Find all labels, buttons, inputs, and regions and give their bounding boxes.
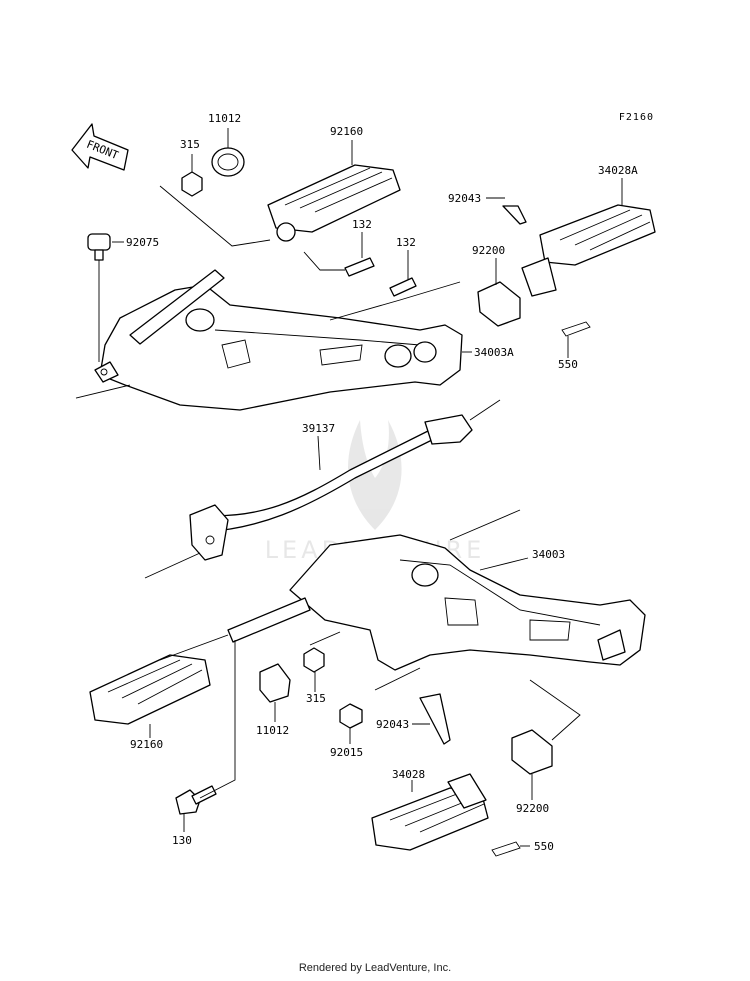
label-315-bot: 315 (306, 692, 326, 705)
label-92075: 92075 (126, 236, 159, 249)
label-34003: 34003 (532, 548, 565, 561)
footpeg-rubber-92160-top (267, 164, 401, 242)
label-11012-top: 11012 (208, 112, 241, 125)
lower-shaft (227, 597, 311, 643)
label-39137: 39137 (302, 422, 335, 435)
label-11012-bot: 11012 (256, 724, 289, 737)
front-arrow-icon: FRONT (71, 123, 129, 171)
label-550-bot: 550 (534, 840, 554, 853)
label-92160-bot: 92160 (130, 738, 163, 751)
collar-11012-top (211, 147, 245, 177)
label-132-a: 132 (352, 218, 372, 231)
washer-92200-bot (511, 729, 553, 775)
part-labels: 11012 315 92160 92075 132 132 92043 3402… (126, 112, 638, 853)
cotter-pin-550-bot (491, 841, 521, 857)
label-34028A: 34028A (598, 164, 638, 177)
label-34028: 34028 (392, 768, 425, 781)
label-315-top: 315 (180, 138, 200, 151)
label-92043-top: 92043 (448, 192, 481, 205)
upper-shaft (129, 269, 225, 345)
cotter-pin-550-top (561, 321, 591, 337)
pin-92043-bot (419, 693, 451, 745)
pin-92043-top (502, 205, 527, 225)
bolt-130 (175, 785, 217, 815)
label-130: 130 (172, 834, 192, 847)
label-92043-bot: 92043 (376, 718, 409, 731)
bracket-34003A (94, 284, 463, 411)
label-92160-top: 92160 (330, 125, 363, 138)
footer-credit: Rendered by LeadVenture, Inc. (298, 962, 452, 974)
bracket-34003 (289, 534, 646, 671)
bolt-132-a (344, 257, 375, 277)
nut-315-top (181, 171, 203, 197)
footpeg-34028A (521, 204, 656, 297)
collar-11012-bot (259, 663, 291, 703)
bolt-132-b (389, 277, 417, 297)
label-34003A: 34003A (474, 346, 514, 359)
label-132-b: 132 (396, 236, 416, 249)
footpeg-34028 (371, 773, 489, 851)
rod-39137 (189, 414, 473, 561)
leader-lines (75, 128, 623, 847)
nut-92015 (339, 703, 363, 729)
label-550-top: 550 (558, 358, 578, 371)
bolt-92075 (87, 233, 111, 261)
label-92015: 92015 (330, 746, 363, 759)
nut-315-bot (303, 647, 325, 673)
label-92200-bot: 92200 (516, 802, 549, 815)
footpeg-rubber-92160-bot (89, 654, 211, 725)
diagram-code: F2160 (618, 112, 654, 123)
washer-92200-top (477, 281, 521, 327)
label-92200-top: 92200 (472, 244, 505, 257)
